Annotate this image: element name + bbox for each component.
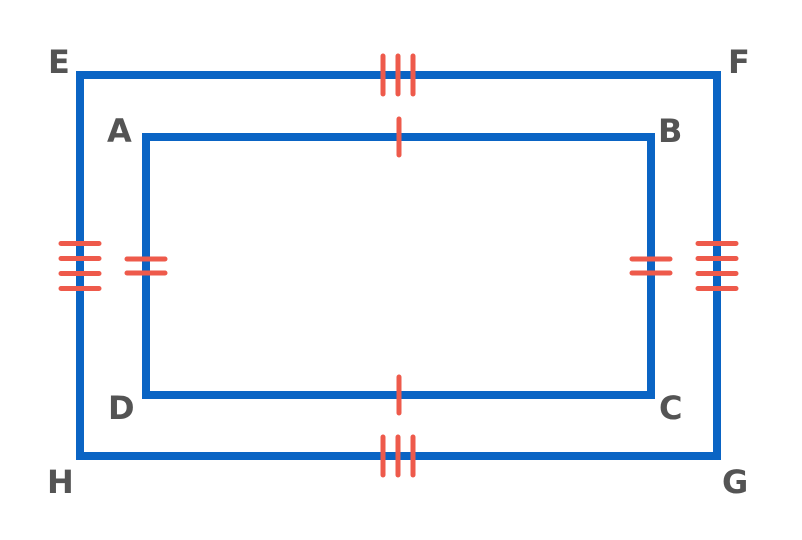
outer-bottom-side-tick-marks xyxy=(380,434,416,478)
vertex-label-c: C xyxy=(659,389,682,427)
vertex-label-a: A xyxy=(107,112,132,150)
inner-rectangle-abcd xyxy=(142,133,655,399)
outer-right-side-tick-marks xyxy=(695,241,739,291)
vertex-label-b: B xyxy=(658,112,682,150)
inner-left-side-tick-marks xyxy=(124,256,168,276)
vertex-label-h: H xyxy=(47,463,74,501)
inner-right-side-tick-marks xyxy=(629,256,673,276)
outer-top-side-tick-marks xyxy=(380,53,416,97)
vertex-label-f: F xyxy=(728,43,750,81)
vertex-label-e: E xyxy=(48,43,70,81)
vertex-label-g: G xyxy=(722,463,748,501)
vertex-label-d: D xyxy=(108,389,135,427)
outer-left-side-tick-marks xyxy=(58,241,102,291)
